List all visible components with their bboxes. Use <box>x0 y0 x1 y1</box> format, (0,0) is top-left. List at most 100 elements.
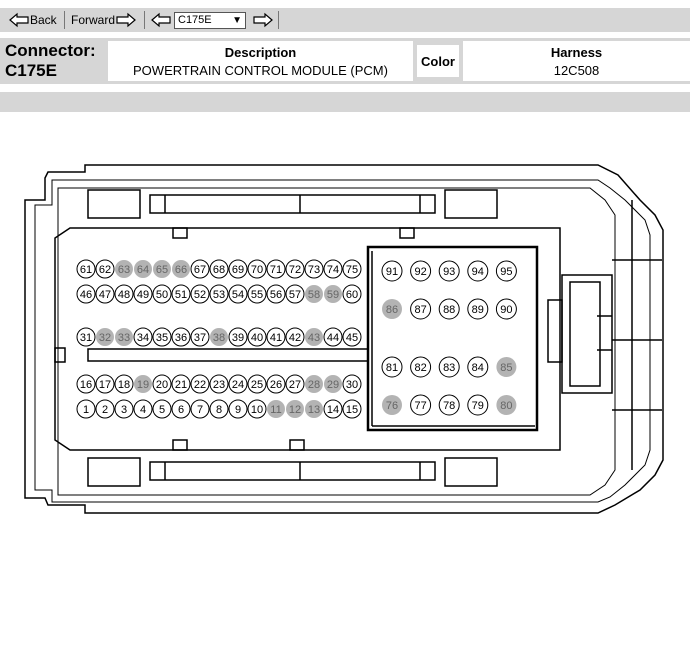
pin-label: 53 <box>213 289 225 301</box>
pin-10: 10 <box>247 399 267 419</box>
pin-44: 44 <box>323 327 343 347</box>
pin-label: 76 <box>386 400 398 412</box>
pin-label: 13 <box>308 404 320 416</box>
pin-11: 11 <box>267 400 285 418</box>
pin-93: 93 <box>438 260 460 282</box>
pin-37: 37 <box>190 327 210 347</box>
pin-88: 88 <box>438 298 460 320</box>
pin-label: 93 <box>443 266 455 278</box>
pin-81: 81 <box>381 356 403 378</box>
pin-label: 1 <box>83 404 89 416</box>
pin-label: 9 <box>235 404 241 416</box>
pin-label: 15 <box>346 404 358 416</box>
pin-17: 17 <box>95 374 115 394</box>
pin-5: 5 <box>152 399 172 419</box>
pin-label: 64 <box>137 264 149 276</box>
pin-label: 36 <box>175 332 187 344</box>
pin-label: 34 <box>137 332 149 344</box>
pin-36: 36 <box>171 327 191 347</box>
pin-26: 26 <box>266 374 286 394</box>
connector-label: Connector: <box>5 41 96 60</box>
pin-50: 50 <box>152 284 172 304</box>
pin-6: 6 <box>171 399 191 419</box>
pin-25: 25 <box>247 374 267 394</box>
pin-21: 21 <box>171 374 191 394</box>
pin-label: 17 <box>99 379 111 391</box>
pin-label: 43 <box>308 332 320 344</box>
pin-57: 57 <box>285 284 305 304</box>
pin-label: 56 <box>270 289 282 301</box>
pin-34: 34 <box>133 327 153 347</box>
pin-61: 61 <box>76 259 96 279</box>
connector-housing <box>24 164 664 514</box>
pin-label: 5 <box>159 404 165 416</box>
pin-label: 12 <box>289 404 301 416</box>
pin-74: 74 <box>323 259 343 279</box>
pin-23: 23 <box>209 374 229 394</box>
pin-41: 41 <box>266 327 286 347</box>
pin-32: 32 <box>96 328 114 346</box>
pin-29: 29 <box>324 375 342 393</box>
pin-56: 56 <box>266 284 286 304</box>
pin-75: 75 <box>342 259 362 279</box>
pin-77: 77 <box>410 394 432 416</box>
pin-85: 85 <box>496 357 517 377</box>
pin-58: 58 <box>305 285 323 303</box>
pin-label: 90 <box>500 304 512 316</box>
pin-label: 62 <box>99 264 111 276</box>
pin-label: 10 <box>251 404 263 416</box>
pin-90: 90 <box>495 298 517 320</box>
pin-92: 92 <box>410 260 432 282</box>
pin-43: 43 <box>305 328 323 346</box>
back-button[interactable]: Back <box>8 8 57 32</box>
pin-label: 44 <box>327 332 339 344</box>
pin-59: 59 <box>324 285 342 303</box>
pin-label: 92 <box>414 266 426 278</box>
pin-53: 53 <box>209 284 229 304</box>
pin-label: 49 <box>137 289 149 301</box>
harness-value: 12C508 <box>553 63 600 78</box>
pin-label: 84 <box>472 362 484 374</box>
pin-label: 91 <box>386 266 398 278</box>
right-arrow-icon <box>253 12 273 28</box>
pin-42: 42 <box>285 327 305 347</box>
pin-label: 71 <box>270 264 282 276</box>
next-connector-button[interactable] <box>252 8 274 32</box>
previous-connector-button[interactable] <box>150 8 172 32</box>
pin-27: 27 <box>285 374 305 394</box>
pin-94: 94 <box>467 260 489 282</box>
pin-label: 2 <box>102 404 108 416</box>
pin-49: 49 <box>133 284 153 304</box>
pin-8: 8 <box>209 399 229 419</box>
pin-label: 94 <box>472 266 484 278</box>
pin-84: 84 <box>467 356 489 378</box>
pin-24: 24 <box>228 374 248 394</box>
pin-label: 3 <box>121 404 127 416</box>
pin-label: 73 <box>308 264 320 276</box>
pin-13: 13 <box>305 400 323 418</box>
pin-label: 69 <box>232 264 244 276</box>
left-arrow-icon <box>151 12 171 28</box>
pin-48: 48 <box>114 284 134 304</box>
pin-95: 95 <box>495 260 517 282</box>
pin-70: 70 <box>247 259 267 279</box>
pin-label: 42 <box>289 332 301 344</box>
pin-66: 66 <box>172 260 190 278</box>
pin-label: 25 <box>251 379 263 391</box>
pin-28: 28 <box>305 375 323 393</box>
navigation-toolbar: Back Forward C175E ▼ <box>0 8 690 32</box>
forward-button[interactable]: Forward <box>71 8 137 32</box>
pin-label: 57 <box>289 289 301 301</box>
pin-54: 54 <box>228 284 248 304</box>
pin-label: 11 <box>270 404 281 416</box>
pin-label: 67 <box>194 264 206 276</box>
pin-label: 74 <box>327 264 339 276</box>
pin-label: 33 <box>118 332 130 344</box>
pin-52: 52 <box>190 284 210 304</box>
connector-select[interactable]: C175E ▼ <box>174 12 246 29</box>
pin-label: 58 <box>308 289 320 301</box>
pin-47: 47 <box>95 284 115 304</box>
pin-73: 73 <box>304 259 324 279</box>
pin-label: 16 <box>80 379 92 391</box>
pin-label: 29 <box>327 379 339 391</box>
